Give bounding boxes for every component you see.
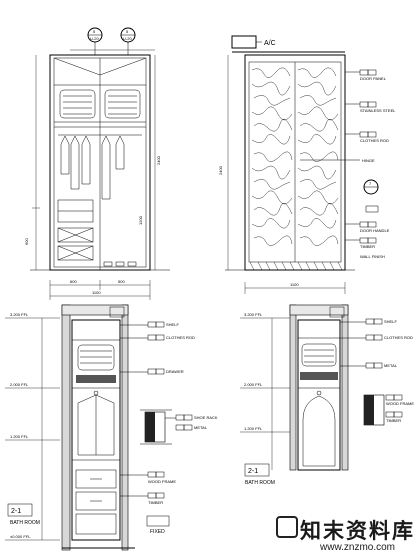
hanging-clothes-left <box>60 135 91 190</box>
callout-b-sub: U-20 <box>123 36 132 41</box>
elev1-dim-a: 1100 <box>92 290 101 295</box>
sec1-level-mid: 2.000 FFL <box>10 382 29 387</box>
elev2-tag-list: DOOR PANEL STAINLESS STEEL CLOTHES ROD H… <box>300 69 396 259</box>
sec1-tag-6: TIMBER <box>148 500 163 505</box>
sec1-tag-list: SHELF CLOTHES ROD DRAWER SHOE RACK METAL… <box>120 321 218 505</box>
sec1-tag-5: WOOD FRAME <box>148 479 176 484</box>
sec1-title-num: 2-1 <box>11 508 21 515</box>
hanging-coat-sec1 <box>77 390 115 456</box>
sec2-title-num: 2-1 <box>248 468 258 475</box>
sec2-title-sub: BATH ROOM <box>245 480 275 486</box>
sec1-tag-2: DRAWER <box>166 369 184 374</box>
sec2-level-mid: 2.000 FFL <box>244 382 263 387</box>
sec1-level-top: 3.200 FFL <box>10 312 29 317</box>
callout-d-label: 7 <box>369 181 372 186</box>
watermark-text: 知末资料库 <box>300 519 415 543</box>
wardrobe-section-right: 3.200 FFL 2.000 FFL 1.200 FFL SHE <box>240 304 414 486</box>
elev2-tag-3: HINGE <box>362 158 375 163</box>
hanging-coat-sec2 <box>302 390 336 467</box>
elev1-dim-b: 600 <box>70 279 77 284</box>
fixed-label: FIXED <box>150 529 165 535</box>
sec2-tag-0: SHELF <box>384 319 397 324</box>
louvre-panel-left <box>59 89 96 119</box>
sec1-title-sub: BATH ROOM <box>10 520 40 526</box>
sec1-tag-1: CLOTHES ROD <box>166 335 195 340</box>
elev1-dim-height: 2400 <box>156 155 161 165</box>
elev2-tag-5: TIMBER <box>360 244 375 249</box>
sec2-tag-3: WOOD FRAME <box>386 401 414 406</box>
louvre-panel-right <box>104 89 141 119</box>
wardrobe-section-left: 3.200 FFL 2.000 FFL 1.200 FFL ±0.000 FFL <box>5 304 218 551</box>
callout-a-label: 5 <box>93 29 96 34</box>
sec2-level-top: 3.200 FFL <box>244 312 263 317</box>
sec2-tag-1: CLOTHES ROD <box>384 335 413 340</box>
sec2-tag-list: SHELF CLOTHES ROD METAL WOOD FRAME TIMBE… <box>340 318 414 423</box>
sec1-tag-0: SHELF <box>166 322 179 327</box>
elev2-tag-1: STAINLESS STEEL <box>360 108 396 113</box>
sec1-level-base: ±0.000 FFL <box>10 534 31 539</box>
sec2-tag-2: METAL <box>384 363 398 368</box>
watermark-logo <box>276 516 298 538</box>
sec1-tag-4: METAL <box>194 425 208 430</box>
wardrobe-door-elevation: A/C <box>218 35 396 294</box>
watermark-url: www.znzmo.com <box>320 542 396 553</box>
elev2-tag-2: CLOTHES ROD <box>360 138 389 143</box>
elev1-dim-mid: 1200 <box>138 215 143 225</box>
sec1-tag-3: SHOE RACK <box>194 415 218 420</box>
hanging-clothes-right <box>101 135 125 200</box>
sec1-level-low: 1.200 FFL <box>10 434 29 439</box>
elev2-tag-0: DOOR PANEL <box>360 76 387 81</box>
elev2-tag-4: DOOR HANDLE <box>360 228 390 233</box>
door-pattern <box>251 67 339 246</box>
elev2-dim-height: 2400 <box>218 165 223 175</box>
ac-unit <box>231 35 257 49</box>
ac-label: A/C <box>264 40 276 47</box>
elev1-dim-low: 600 <box>24 238 29 245</box>
sec2-level-low: 1.200 FFL <box>244 426 263 431</box>
shoe-rack <box>103 261 137 267</box>
callout-b-label: 5 <box>126 29 129 34</box>
elev2-dim-bottom: 1100 <box>290 282 299 287</box>
sec2-tag-4: TIMBER <box>386 418 401 423</box>
elev1-dim-c: 500 <box>118 279 125 284</box>
callout-a-sub: U-20 <box>90 36 99 41</box>
wardrobe-front-elevation: 5 U-20 5 U-20 <box>24 27 170 300</box>
elev2-tag-6: WALL FINISH <box>360 254 385 259</box>
